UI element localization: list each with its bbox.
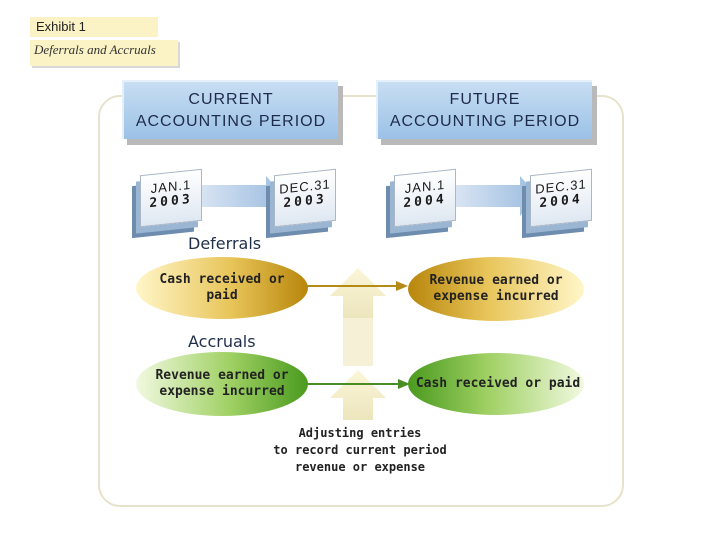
- future-period-line2: Accounting Period: [389, 113, 581, 130]
- deferral-revenue-line2: expense incurred: [433, 289, 559, 304]
- accrual-revenue-line2: expense incurred: [159, 384, 285, 399]
- deferral-connector: [300, 281, 408, 291]
- future-period-line1: Future: [449, 91, 521, 108]
- accrual-revenue-line1: Revenue earned or: [155, 368, 289, 383]
- accrual-revenue-ellipse: [136, 352, 308, 416]
- current-period-header: Current Accounting Period: [122, 80, 338, 139]
- adjusting-arrow-lower: [330, 318, 386, 420]
- adjusting-line2: to record current period: [273, 443, 447, 457]
- accrual-revenue-label: Revenue earned or expense incurred: [140, 365, 304, 403]
- deferral-revenue-label: Revenue earned or expense incurred: [412, 270, 580, 308]
- accruals-heading: Accruals: [188, 332, 256, 351]
- current-period-arrow: [190, 176, 284, 216]
- accrual-cash-ellipse: [408, 353, 584, 415]
- deferral-revenue-ellipse: [408, 257, 584, 321]
- deferral-cash-ellipse: [136, 257, 308, 319]
- date-cube-jan-2003: JAN.1 2003: [140, 168, 202, 228]
- adjusting-line3: revenue or expense: [294, 460, 426, 474]
- accrual-connector: [300, 379, 410, 389]
- accrual-cash-label: Cash received or paid: [415, 376, 581, 391]
- exhibit-title: Deferrals and Accruals: [30, 40, 178, 66]
- future-period-arrow: [446, 176, 538, 216]
- adjusting-entries-caption: Adjusting entries to record current peri…: [270, 425, 450, 476]
- deferrals-heading: Deferrals: [188, 234, 262, 253]
- current-period-line2: Accounting Period: [135, 113, 327, 130]
- adjusting-line1: Adjusting entries: [298, 426, 422, 440]
- diagram-frame: [98, 95, 624, 507]
- current-period-line1: Current: [188, 91, 274, 108]
- date-cube-dec-2004: DEC.31 2004: [530, 168, 592, 228]
- date-cube-dec-2003: DEC.31 2003: [274, 168, 336, 228]
- adjusting-arrow-upper: [330, 268, 386, 318]
- deferral-cash-label: Cash received or paid: [159, 272, 285, 303]
- date-cube-jan-2004: JAN.1 2004: [394, 168, 456, 228]
- future-period-header: Future Accounting Period: [376, 80, 592, 139]
- exhibit-label: Exhibit 1: [30, 17, 158, 37]
- deferral-revenue-line1: Revenue earned or: [429, 273, 563, 288]
